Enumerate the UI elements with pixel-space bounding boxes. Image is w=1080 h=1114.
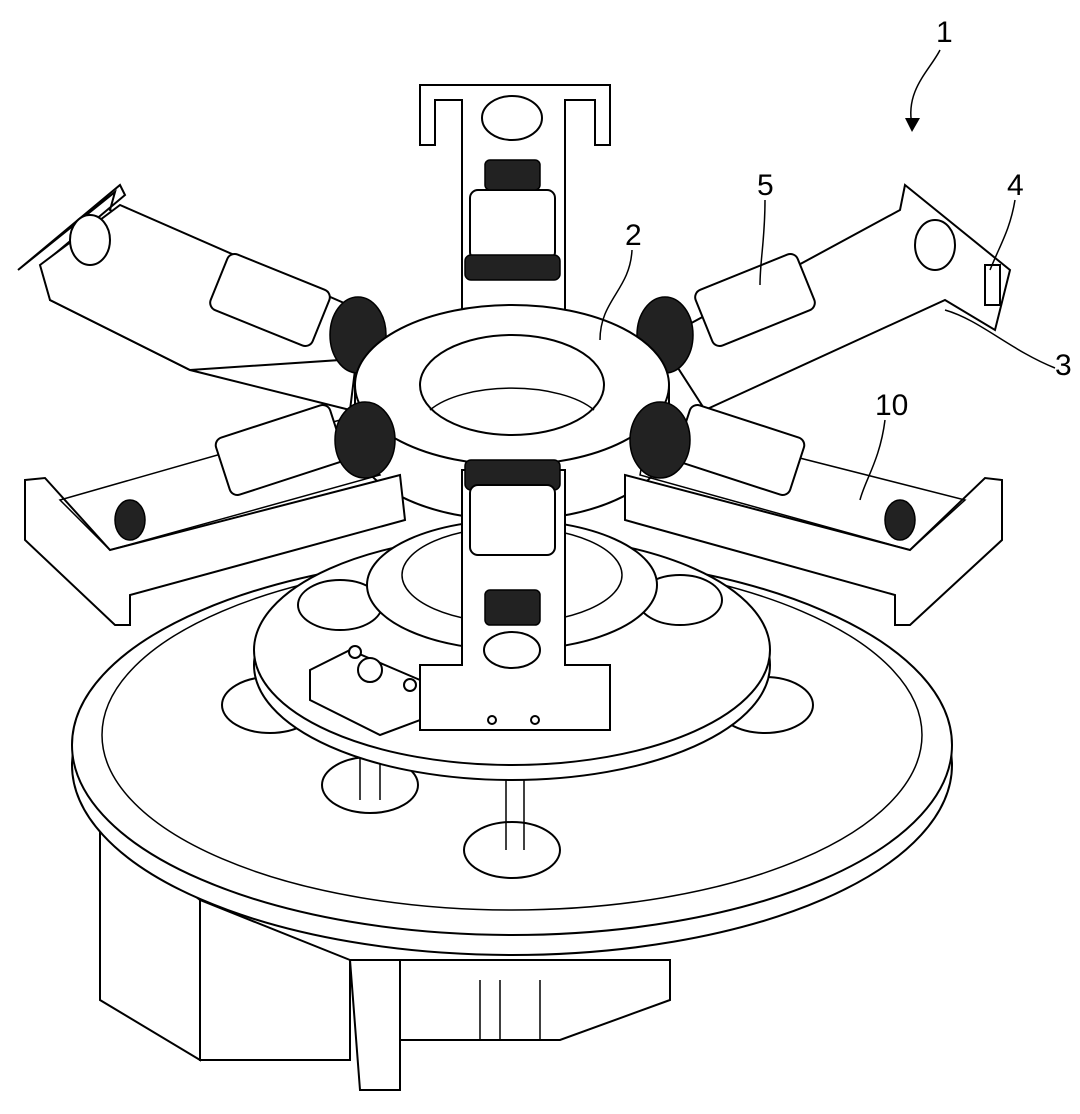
arm-top (420, 85, 610, 310)
label-3: 3 (1055, 349, 1072, 382)
arm-lower-left (25, 402, 405, 625)
label-2: 2 (625, 219, 642, 252)
label-10: 10 (875, 389, 908, 422)
label-5: 5 (757, 169, 774, 202)
label-1: 1 (936, 16, 953, 49)
central-ring (355, 305, 669, 520)
leader-lines (600, 50, 1055, 500)
arm-lower-right (625, 402, 1002, 625)
arm-upper-right (637, 185, 1010, 410)
arm-bottom (420, 460, 610, 730)
arm-upper-left (18, 185, 386, 410)
label-4: 4 (1007, 169, 1024, 202)
